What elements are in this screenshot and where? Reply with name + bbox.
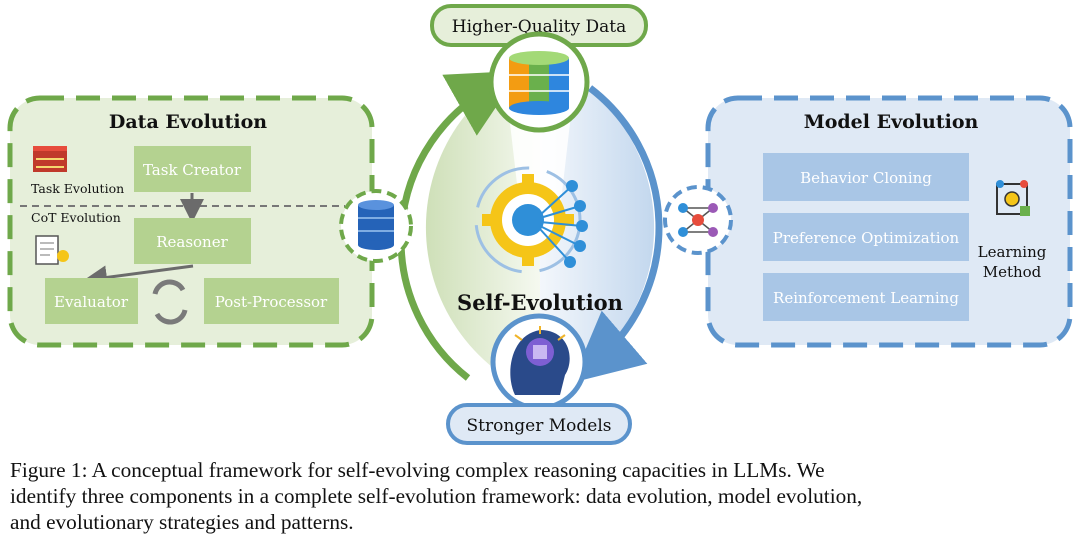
bottom-label-box <box>446 403 632 445</box>
evaluator-box <box>45 278 138 324</box>
self-evolution-framework-figure: Self-Evolution Higher-Quality Data Stron… <box>7 4 1073 445</box>
task-creator-label: Task Creator <box>143 161 242 179</box>
reinforcement-learning-box <box>763 273 969 321</box>
document-lightbulb-icon <box>35 235 69 265</box>
reasoner-to-evaluator-arrow <box>83 264 194 290</box>
preference-optimization-label: Preference Optimization <box>773 229 960 247</box>
behavior-cloning-label: Behavior Cloning <box>800 169 932 187</box>
cycle-left-half <box>425 60 540 395</box>
bottom-label: Stronger Models <box>466 416 611 436</box>
blue-cycle-arrow <box>571 85 663 383</box>
data-evolution-title: Data Evolution <box>109 111 267 133</box>
post-processor-label: Post-Processor <box>215 293 328 311</box>
reasoner-box <box>134 218 251 264</box>
cot-evolution-label: CoT Evolution <box>31 210 121 225</box>
learning-method-line1: Learning <box>978 243 1047 261</box>
reasoner-label: Reasoner <box>156 233 228 251</box>
behavior-cloning-box <box>763 153 969 201</box>
refresh-cycle-icon <box>152 279 188 325</box>
colorful-database-icon <box>488 31 590 133</box>
database-connector-icon <box>339 189 413 263</box>
brain-head-icon <box>490 313 588 411</box>
task-creator-box <box>134 146 251 192</box>
task-evolution-label: Task Evolution <box>31 181 124 196</box>
model-evolution-title: Model Evolution <box>804 111 979 133</box>
books-icon <box>33 146 67 172</box>
figure-caption: Figure 1: A conceptual framework for sel… <box>10 457 1072 535</box>
evaluator-label: Evaluator <box>54 293 129 311</box>
caption-line-3: and evolutionary strategies and patterns… <box>10 510 354 534</box>
caption-line-1: Figure 1: A conceptual framework for sel… <box>10 458 825 482</box>
reinforcement-learning-label: Reinforcement Learning <box>773 289 959 307</box>
model-evolution-panel: Model Evolution Behavior Cloning Prefere… <box>705 95 1073 348</box>
caption-line-2: identify three components in a complete … <box>10 484 863 508</box>
data-evolution-panel: Data Evolution Task Evolution CoT Evolut… <box>7 95 375 348</box>
preference-optimization-box <box>763 213 969 261</box>
learning-method-line2: Method <box>983 263 1042 281</box>
neural-network-connector-icon <box>663 185 733 255</box>
gear-network-icon <box>474 166 588 274</box>
center-label: Self-Evolution <box>457 290 623 315</box>
top-label: Higher-Quality Data <box>452 17 627 37</box>
learning-method-icon <box>996 180 1030 216</box>
post-processor-box <box>204 278 339 324</box>
